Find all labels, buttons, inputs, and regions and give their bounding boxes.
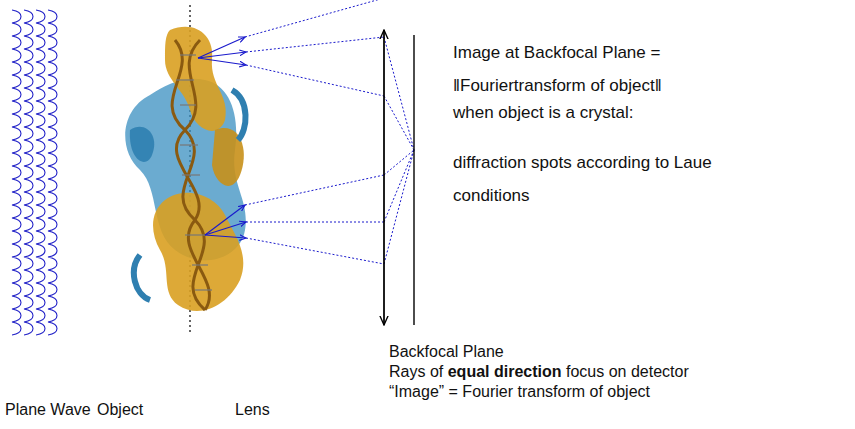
plane-wave bbox=[12, 10, 57, 335]
caption-text: focus on detector bbox=[566, 363, 689, 380]
annotation: diffraction spots according to Laue cond… bbox=[453, 146, 725, 212]
caption-text: Rays of bbox=[389, 363, 443, 380]
backfocal-plane bbox=[413, 35, 414, 325]
emphasis: equal direction bbox=[448, 363, 562, 380]
wavefront bbox=[48, 10, 57, 335]
protein-dna-complex bbox=[125, 27, 246, 311]
caption-line: Rays of equal directionfocus on detector bbox=[389, 362, 693, 382]
caption-line: “Image” = Fourier transform of object bbox=[389, 382, 650, 402]
part-label: Object bbox=[97, 400, 143, 420]
wavefront bbox=[12, 10, 21, 335]
part-label: Plane Wave bbox=[5, 400, 91, 420]
part-label: Backfocal Plane bbox=[389, 342, 504, 362]
part-label: Lens bbox=[235, 400, 270, 420]
annotation: when object is a crystal: bbox=[453, 96, 833, 129]
lens bbox=[383, 30, 384, 325]
annotation: Image at Backfocal Plane = ‖Fouriertrans… bbox=[453, 36, 733, 102]
wavefront bbox=[36, 10, 45, 335]
wavefront bbox=[24, 10, 33, 335]
